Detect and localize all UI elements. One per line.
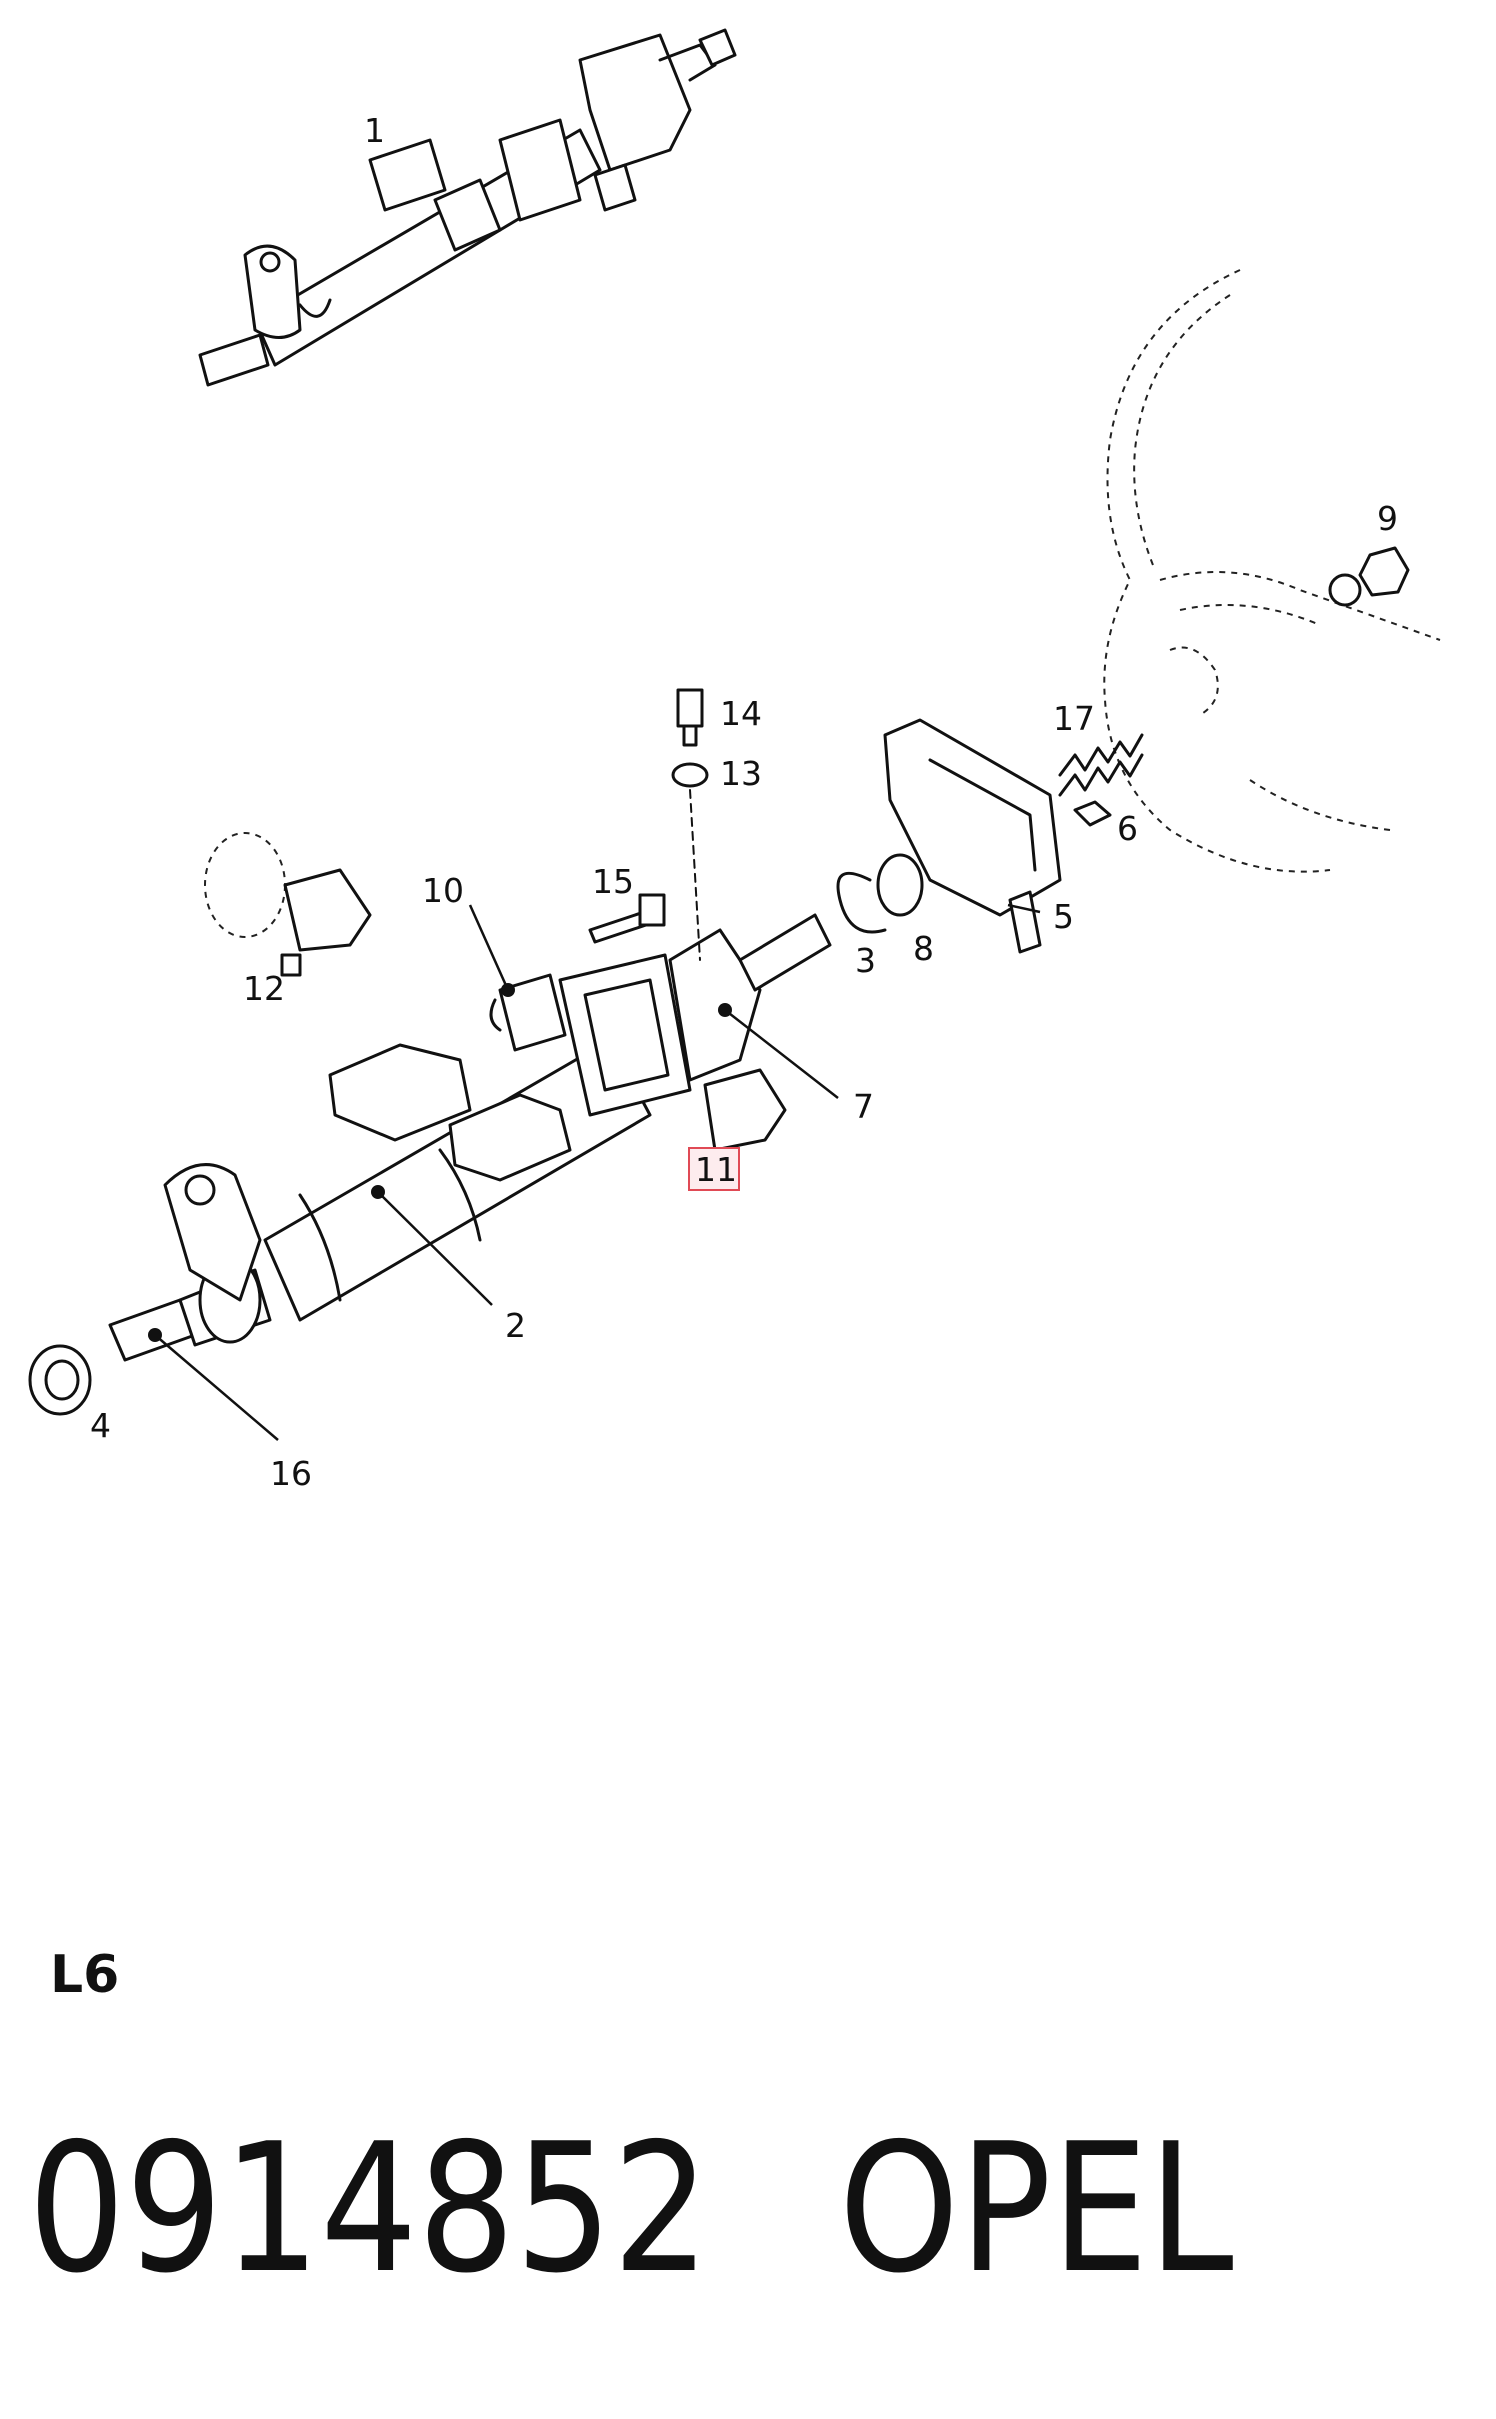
variant-code: L6 — [50, 1945, 120, 2005]
exploded-column-drawing — [28, 546, 1410, 1416]
callout-12: 12 — [243, 969, 285, 1008]
callout-4: 4 — [90, 1406, 111, 1445]
callout-2: 2 — [505, 1306, 526, 1345]
part-number: 0914852 — [28, 2105, 710, 2312]
callout-3: 3 — [855, 941, 876, 980]
callout-17: 17 — [1053, 699, 1095, 738]
callout-15: 15 — [592, 862, 634, 901]
callout-11-highlight — [688, 1147, 740, 1191]
callout-labels: 1 2 3 4 5 6 7 8 9 10 11 12 13 14 15 16 1… — [90, 111, 1398, 1493]
callout-13: 13 — [720, 754, 762, 793]
callout-16: 16 — [270, 1454, 312, 1493]
steering-wheel-outline — [1103, 269, 1441, 873]
callout-5: 5 — [1053, 897, 1074, 936]
leader-lines — [148, 903, 1041, 1441]
brand-name: OPEL — [838, 2105, 1234, 2312]
callout-6: 6 — [1117, 809, 1138, 848]
callout-9: 9 — [1377, 499, 1398, 538]
callout-11: 11 — [695, 1150, 737, 1189]
callout-10: 10 — [422, 871, 464, 910]
callout-8: 8 — [913, 929, 934, 968]
callout-14: 14 — [720, 694, 762, 733]
callout-1: 1 — [364, 111, 385, 150]
assembled-column-drawing — [198, 28, 737, 387]
callout-7: 7 — [853, 1087, 874, 1126]
